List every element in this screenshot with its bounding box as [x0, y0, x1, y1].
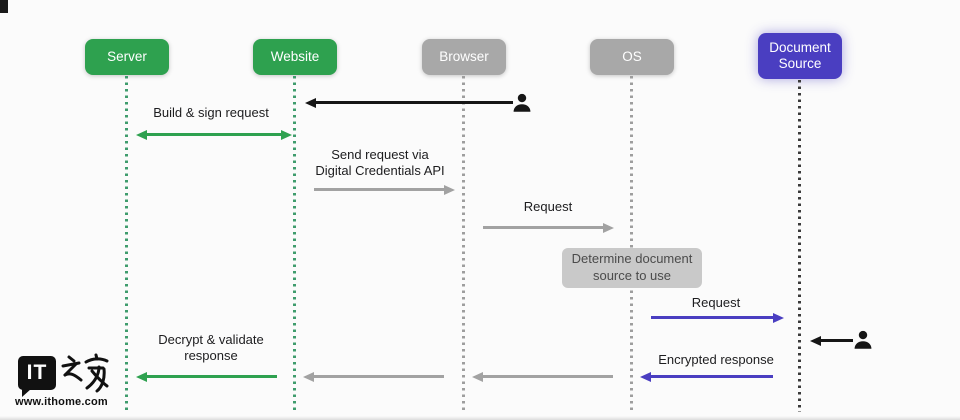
actor-document-source: Document Source — [758, 33, 842, 79]
label-decrypt-validate-response: Decrypt & validate response — [158, 332, 264, 364]
actor-website: Website — [253, 39, 337, 75]
corner-artifact — [0, 0, 8, 13]
arrow-browser-to-website-return — [314, 375, 444, 378]
user-icon-right — [852, 329, 874, 351]
arrow-build-sign-request — [147, 133, 281, 136]
user-icon — [511, 92, 533, 114]
lifeline-document-source — [798, 80, 801, 412]
actor-os: OS — [590, 39, 674, 75]
actor-browser: Browser — [422, 39, 506, 75]
label-encrypted-response: Encrypted response — [658, 352, 774, 367]
note-determine-document-source: Determine document source to use — [562, 248, 702, 288]
arrow-request-browser-os — [483, 226, 603, 229]
ithome-url: www.ithome.com — [15, 396, 108, 408]
lifeline-server — [125, 76, 128, 412]
ithome-logo-cn-icon — [61, 353, 109, 393]
arrow-os-to-browser-return — [483, 375, 613, 378]
actor-server: Server — [85, 39, 169, 75]
arrow-decrypt-validate-response — [147, 375, 277, 378]
arrow-encrypted-response — [651, 375, 773, 378]
label-request-browser-os: Request — [523, 199, 573, 214]
lifeline-website — [293, 76, 296, 412]
lifeline-os — [630, 76, 633, 412]
ithome-logo-text: IT — [26, 361, 48, 384]
ithome-logo-bubble: IT — [18, 356, 56, 397]
lifeline-browser — [462, 76, 465, 412]
arrow-user-to-website — [316, 101, 513, 104]
label-request-os-ds: Request — [691, 295, 741, 310]
arrow-send-request-dc-api — [314, 188, 444, 191]
label-build-sign-request: Build & sign request — [153, 105, 269, 120]
label-send-request-dc-api: Send request via Digital Credentials API — [315, 147, 445, 179]
arrow-request-os-ds — [651, 316, 773, 319]
arrow-user-to-document-source — [821, 339, 853, 342]
